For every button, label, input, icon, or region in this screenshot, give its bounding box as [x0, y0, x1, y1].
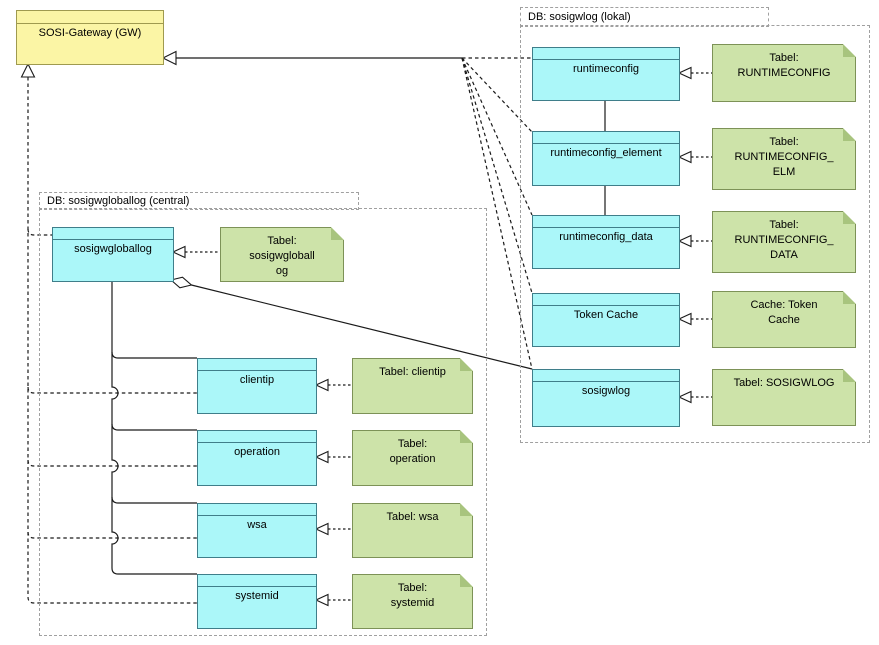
package-title: DB: sosigwlog (lokal)	[528, 11, 631, 23]
note-operation: Tabel: operation	[352, 430, 473, 486]
dependency-trunk-central	[27, 77, 197, 604]
package-tab-lokal: DB: sosigwlog (lokal)	[520, 7, 769, 27]
diamond-icon	[169, 276, 193, 289]
aggregation-line	[191, 284, 533, 370]
open-arrowhead-icon	[314, 593, 329, 607]
class-name: sosigwgloballog	[74, 243, 152, 255]
class-name: sosigwlog	[581, 385, 631, 397]
dependency-sosigwlog	[461, 57, 533, 370]
class-clientip: clientip	[197, 358, 317, 414]
class-name: systemid	[235, 590, 279, 602]
dependency-operation	[27, 459, 197, 467]
note-fold-icon	[843, 44, 856, 57]
note-fold-icon	[843, 128, 856, 141]
class-compartment-divider	[533, 216, 679, 228]
tree-branch-wsa	[111, 496, 197, 504]
note-text: Tabel: SOSIGWLOG	[733, 377, 835, 389]
open-arrowhead-icon	[20, 62, 36, 78]
class-name: runtimeconfig_element	[550, 147, 662, 159]
class-name: runtimeconfig_data	[559, 231, 653, 243]
class-runtimeconfig-element: runtimeconfig_element	[532, 131, 680, 186]
note-text: Tabel: clientip	[379, 366, 446, 378]
class-token-cache: Token Cache	[532, 293, 680, 347]
class-compartment-divider	[198, 575, 316, 587]
class-name: SOSI-Gateway (GW)	[38, 27, 142, 39]
package-title: DB: sosigwgloballog (central)	[47, 195, 190, 207]
class-sosigwgloballog: sosigwgloballog	[52, 227, 174, 282]
tree-trunk	[111, 280, 197, 575]
class-compartment-divider	[533, 294, 679, 306]
note-text: Cache: Token Cache	[750, 299, 818, 326]
open-arrowhead-icon	[314, 522, 329, 536]
note-clientip: Tabel: clientip	[352, 358, 473, 414]
class-compartment-divider	[53, 228, 173, 240]
dependency-sosigwgloballog	[27, 228, 52, 236]
note-runtimeconfig-elm: Tabel: RUNTIMECONFIG_ ELM	[712, 128, 856, 190]
class-compartment-divider	[533, 132, 679, 144]
note-text: Tabel: sosigwgloball og	[249, 235, 315, 277]
open-arrowhead-icon	[677, 66, 692, 80]
class-runtimeconfig: runtimeconfig	[532, 47, 680, 101]
class-compartment-divider	[198, 504, 316, 516]
note-fold-icon	[843, 369, 856, 382]
note-runtimeconfig: Tabel: RUNTIMECONFIG	[712, 44, 856, 102]
note-sosigwgloballog: Tabel: sosigwgloball og	[220, 227, 344, 282]
open-arrowhead-icon	[314, 378, 329, 392]
note-fold-icon	[843, 211, 856, 224]
class-name: Token Cache	[573, 309, 639, 321]
note-text: Tabel: RUNTIMECONFIG_ DATA	[734, 219, 834, 261]
note-fold-icon	[843, 291, 856, 304]
note-fold-icon	[331, 227, 344, 240]
class-runtimeconfig-data: runtimeconfig_data	[532, 215, 680, 269]
package-body-lokal	[520, 25, 870, 443]
tree-branch-operation	[111, 423, 197, 431]
dependency-wsa	[27, 531, 197, 539]
note-runtimeconfig-data: Tabel: RUNTIMECONFIG_ DATA	[712, 211, 856, 273]
open-arrowhead-icon	[677, 312, 692, 326]
open-arrowhead-icon	[171, 245, 186, 259]
open-arrowhead-icon	[677, 234, 692, 248]
class-name: operation	[234, 446, 280, 458]
class-compartment-divider	[198, 359, 316, 371]
note-fold-icon	[460, 574, 473, 587]
class-operation: operation	[197, 430, 317, 486]
dependency-clientip	[27, 386, 197, 394]
note-fold-icon	[460, 503, 473, 516]
tree-branch-clientip	[111, 351, 197, 359]
class-wsa: wsa	[197, 503, 317, 558]
class-compartment-divider	[17, 11, 163, 24]
class-sosi-gateway: SOSI-Gateway (GW)	[16, 10, 164, 65]
note-text: Tabel: wsa	[386, 511, 439, 523]
note-text: Tabel: RUNTIMECONFIG	[737, 52, 831, 79]
note-token-cache: Cache: Token Cache	[712, 291, 856, 348]
class-name: clientip	[239, 374, 275, 386]
class-systemid: systemid	[197, 574, 317, 629]
note-wsa: Tabel: wsa	[352, 503, 473, 558]
class-sosigwlog: sosigwlog	[532, 369, 680, 427]
open-arrowhead-icon	[314, 450, 329, 464]
class-name: runtimeconfig	[572, 63, 640, 75]
package-body-central	[39, 208, 487, 636]
note-sosigwlog: Tabel: SOSIGWLOG	[712, 369, 856, 426]
open-arrowhead-icon	[677, 390, 692, 404]
open-arrowhead-icon	[161, 50, 177, 66]
package-tab-central: DB: sosigwgloballog (central)	[39, 192, 359, 210]
class-compartment-divider	[533, 370, 679, 382]
class-name: wsa	[247, 519, 267, 531]
note-fold-icon	[460, 358, 473, 371]
note-text: Tabel: systemid	[390, 582, 435, 609]
class-compartment-divider	[533, 48, 679, 60]
note-systemid: Tabel: systemid	[352, 574, 473, 629]
note-text: Tabel: RUNTIMECONFIG_ ELM	[734, 136, 834, 178]
note-fold-icon	[460, 430, 473, 443]
open-arrowhead-icon	[677, 150, 692, 164]
class-compartment-divider	[198, 431, 316, 443]
note-text: Tabel: operation	[389, 438, 436, 465]
